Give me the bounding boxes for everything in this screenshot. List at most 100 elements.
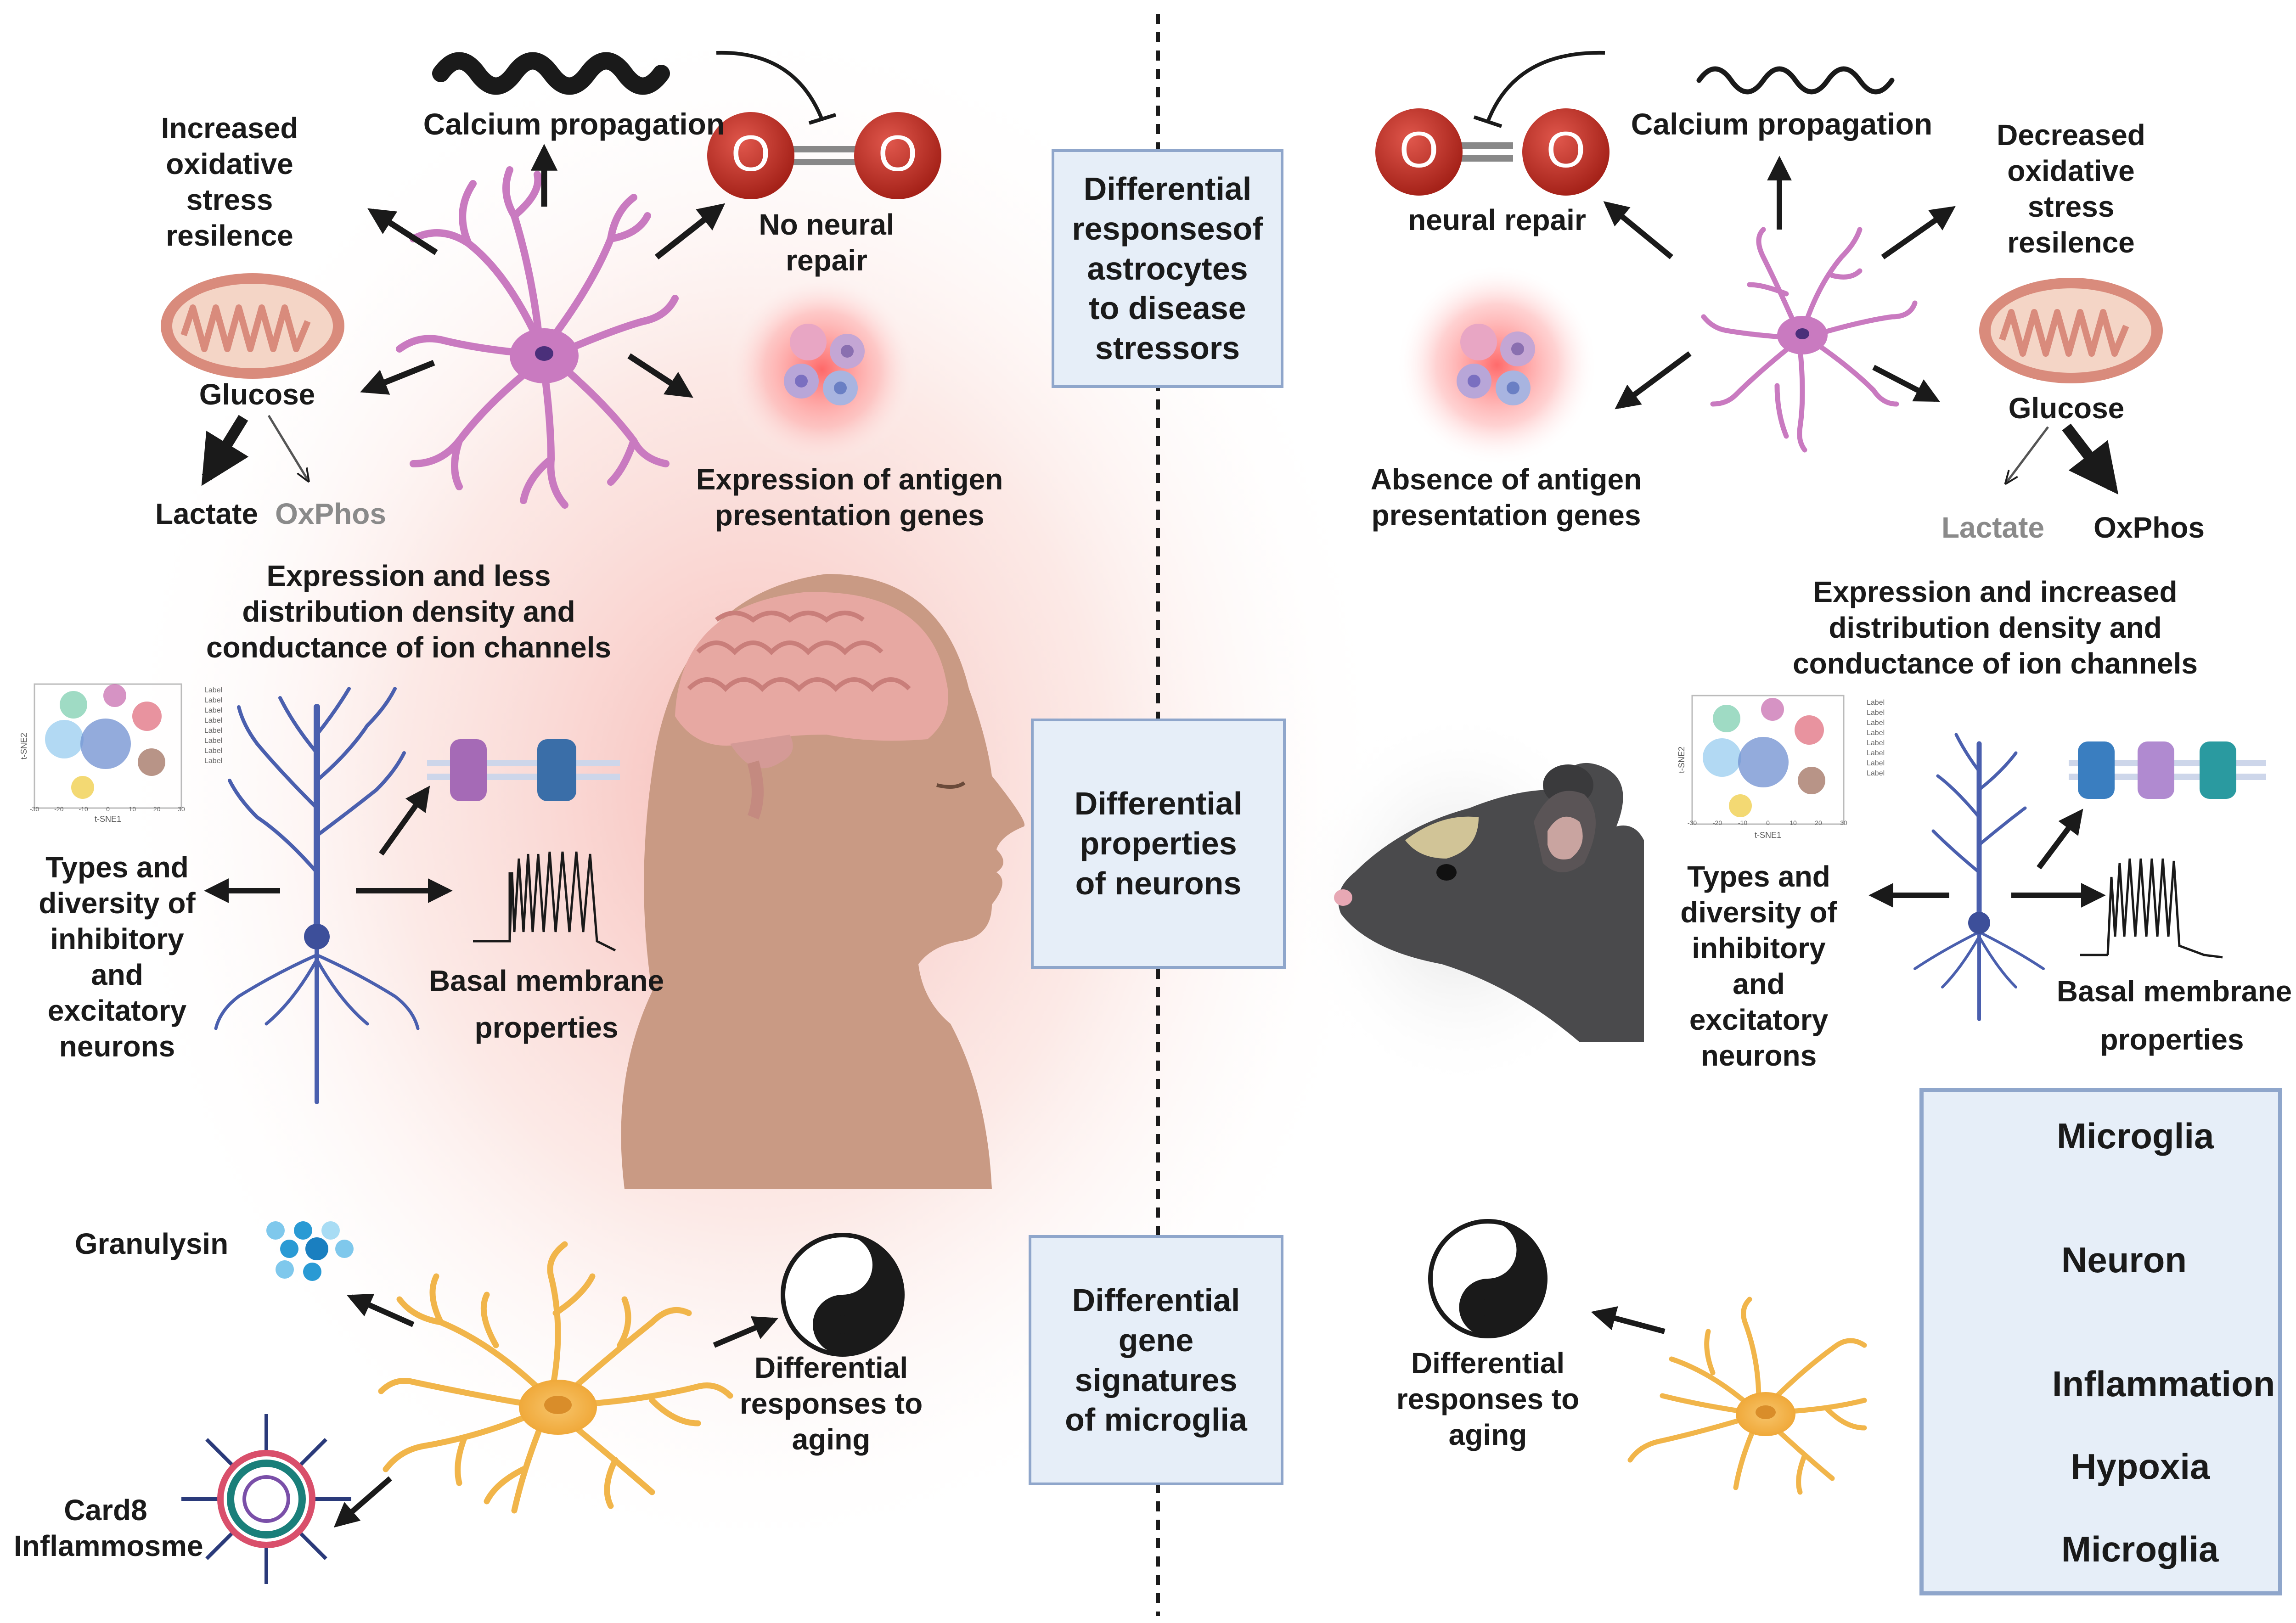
tsne-xtick-label: 10 [1790,819,1797,826]
astrocyte-icon [396,166,679,509]
tsne-xtick-label: -20 [1713,819,1722,826]
mouse-head-icon [1334,763,1644,1042]
yin-yang-icon [1428,1219,1548,1338]
mouse-types-label: Types and diversity of inhibitory and ex… [1680,860,1837,1073]
tsne-legend-label: Label [1867,749,1885,757]
tsne-legend-label: Label [1867,719,1885,727]
human-types-label: Types and diversity of inhibitory and ex… [39,851,196,1063]
oxygen-molecule-icon: O O [707,112,941,199]
tsne-xtick-label: 30 [1840,819,1847,826]
mouse-basal-label-2: properties [2100,1023,2244,1056]
granulysin-icon [266,1221,354,1281]
neuron-soma [1968,912,1990,934]
immune-cells-icon [784,324,865,405]
inhibition-curve [1486,51,1605,123]
microglia-icon [378,1241,733,1514]
human-basal-label: Basal membrane properties [428,964,664,1045]
tsne-legend-label: Label [204,727,222,735]
arrow-to-oxidative-mouse [1881,206,1956,259]
legend-label-microglia: Microglia [2061,1529,2219,1569]
tsne-legend-label: Label [204,717,222,724]
tsne-xtick-label: 0 [106,805,110,813]
human-antigen-label: Expression of antigen presentation genes [696,463,1003,532]
calcium-wave-icon [1696,66,1895,95]
inflammasome-icon [181,1414,351,1584]
human-calcium-label: Calcium propagation [423,107,725,141]
inflammation-icon [1396,264,1598,466]
immune-cells-icon [1457,324,1535,405]
mouse-aging-label: Differential responses to aging [1396,1347,1580,1452]
tsne-ylabel: t-SNE2 [1677,747,1686,773]
mouse-repair-label: neural repair [1408,203,1586,236]
tsne-xtick-label: 30 [178,805,185,813]
mouse-oxidative-label: Decreased oxidative stress resilence [1997,118,2145,259]
mouse-oxphos-label: OxPhos [2093,511,2205,544]
neuron-soma [304,924,330,949]
human-repair-label: No neural repair [759,208,895,277]
astrocyte-responses-text: Differential responsesof astrocytes to d… [1072,171,1263,366]
tsne-legend-label: Label [1867,759,1885,767]
legend-label-astrocyte: Microglia [2057,1116,2214,1156]
mitochondria-icon [161,273,344,379]
arrow-to-repair-mouse [1603,201,1673,259]
tsne-xtick-label: 0 [1766,819,1770,826]
human-ion-channels-label: Expression and less distribution density… [206,559,611,664]
oxygen-molecule-icon: O O [1375,108,1609,196]
mouse-glucose-label: Glucose [2008,392,2125,425]
arrow-to-lactate [201,415,249,486]
arrow-to-channels [379,786,430,856]
tsne-legend-label: Label [1867,769,1885,777]
inflammation-icon [726,273,918,466]
human-card8-label: Card8 Inflammosme [14,1494,203,1563]
arrow-to-aging-mouse [1591,1306,1666,1334]
tsne-xtick-label: -30 [30,805,39,813]
tsne-xlabel: t-SNE1 [1755,831,1781,840]
arrow-to-antigen-mouse [1615,351,1692,410]
inhibition-curve [716,51,824,120]
human-glucose-label: Glucose [199,378,315,411]
calcium-wave-icon [432,52,670,95]
human-oxphos-label: OxPhos [275,497,386,530]
ion-channel-icon [427,739,620,801]
arrow-to-glucose [360,359,435,395]
arrow-to-oxphos [267,415,308,480]
tsne-xlabel: t-SNE1 [95,814,121,824]
neuron-properties-text: Differential properties of neurons [1074,786,1243,901]
human-granulysin-label: Granulysin [74,1227,229,1260]
microglia-signatures-text: Differential gene signatures of microgli… [1065,1282,1247,1438]
microglia-icon [1627,1297,1867,1495]
yin-yang-icon [781,1233,905,1357]
arrow-to-lactate-mouse [2007,426,2049,482]
arrow-to-channels-mouse [2037,809,2083,870]
human-lactate-label: Lactate [155,497,259,530]
human-oxidative-label: Increased oxidative stress resilence [161,112,298,253]
tsne-plot-human: t-SNE1 t-SNE2 [19,683,182,824]
legend-box: Microglia Neuron Inflammation Hypoxia Mi… [1919,1088,2282,1595]
mouse-calcium-label: Calcium propagation [1631,107,1933,141]
tsne-legend-label: Label [204,686,222,694]
mouse-lactate-label: Lactate [1941,511,2045,544]
mouse-antigen-label: Absence of antigen presentation genes [1370,463,1642,532]
tsne-plot-mouse: t-SNE1 t-SNE2 [1677,695,1845,840]
tsne-legend-label: Label [204,696,222,704]
legend-label-neuron: Neuron [2061,1240,2187,1280]
oxygen-letter: O [1399,122,1439,178]
oxygen-letter: O [731,125,771,182]
arrow-to-card8 [333,1476,392,1528]
tsne-xtick-label: 20 [153,805,161,813]
tsne-xtick-label: -20 [54,805,63,813]
tsne-xtick-label: 20 [1815,819,1822,826]
arrow-to-repair [654,203,726,260]
mitochondria-icon [1979,278,2163,383]
arrow-to-glucose-mouse [1872,365,1940,402]
astrocyte-responses-box: Differential responsesof astrocytes to d… [1052,149,1283,388]
human-aging-label: Differential responses to aging [739,1351,923,1456]
mouse-basal-label-1: Basal membrane [2056,975,2292,1008]
tsne-legend-label: Label [204,757,222,765]
mouse-ion-channels-label: Expression and increased distribution de… [1793,575,2198,680]
tsne-xtick-label: -10 [79,805,88,813]
arrow-to-granulysin [347,1293,415,1327]
